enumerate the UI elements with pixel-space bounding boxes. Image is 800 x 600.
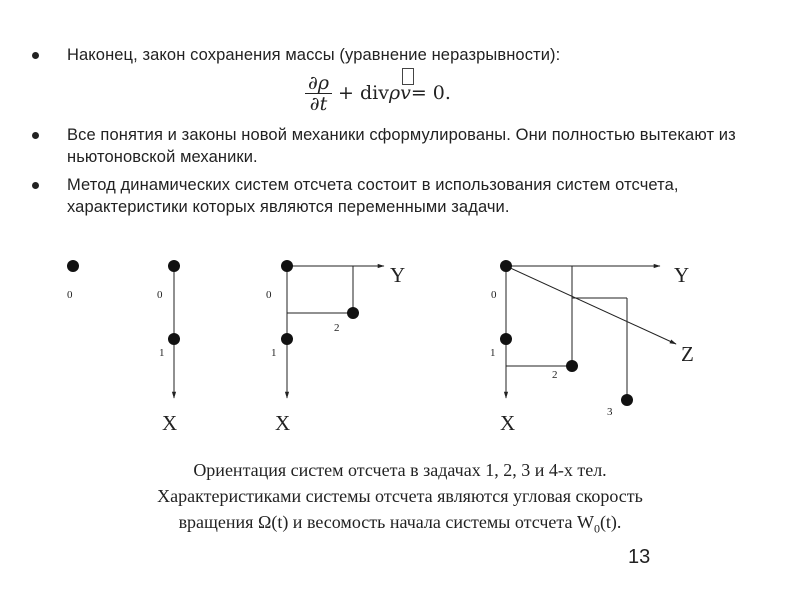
point-label-1: 1 [159,347,165,359]
body-point-0 [500,260,512,272]
bullet-dot [32,182,39,189]
bullet-list: Наконец, закон сохранения массы (уравнен… [30,44,770,218]
page-number: 13 [628,546,651,568]
diagram-two-bodies: 0 1 X [157,260,180,435]
bullet-item-mass-conservation: Наконец, закон сохранения массы (уравнен… [30,44,770,66]
body-point-3 [621,394,633,406]
point-label-2: 2 [552,369,558,381]
formula-rho: ρ [388,82,401,104]
point-label-0: 0 [67,289,73,301]
formula-equals-zero: = 0. [410,82,451,104]
point-label-3: 3 [607,406,613,418]
diagram-four-bodies: 0 1 2 3 X Y Z [490,260,694,435]
axis-label-x: X [500,411,515,435]
body-point-2 [566,360,578,372]
axis-label-x: X [162,411,177,435]
caption-line-1: Ориентация систем отсчета в задачах 1, 2… [193,460,607,480]
figure-caption: Ориентация систем отсчета в задачах 1, 2… [70,457,730,542]
formula-numerator: ∂ρ [305,73,332,94]
bullet-dot [32,132,39,139]
body-point-0 [281,260,293,272]
axis-label-z: Z [681,342,694,366]
body-point-2 [347,307,359,319]
point-label-1: 1 [271,347,277,359]
continuity-equation: ∂ρ ∂t + div ρ v = 0. [305,68,451,114]
bullet-text: Метод динамических систем отсчета состои… [67,176,679,216]
point-label-0: 0 [266,289,272,301]
body-point-1 [281,333,293,345]
z-axis-arrow [505,265,677,345]
bullet-text: Наконец, закон сохранения массы (уравнен… [67,46,561,64]
bullet-dot [32,52,39,59]
caption-line-3: вращения Ω(t) и весомость начала системы… [70,509,730,542]
point-label-0: 0 [491,289,497,301]
body-point-0 [168,260,180,272]
diagram-one-body: 0 [67,260,79,301]
formula-div: + div [338,82,389,104]
axis-label-x: X [275,411,290,435]
caption-line-3-suffix: (t). [599,512,622,532]
formula-fraction: ∂ρ ∂t [305,73,332,114]
axis-label-y: Y [674,263,689,287]
diagram-three-bodies: 0 1 2 X Y [266,260,405,435]
point-label-2: 2 [334,322,340,334]
bullet-item-concepts: Все понятия и законы новой механики сфор… [30,124,770,168]
formula-denominator: ∂t [309,92,328,115]
caption-subscript: 0 [593,521,600,536]
body-point-0 [67,260,79,272]
caption-line-3-text: вращения Ω(t) и весомость начала системы… [178,512,594,532]
bullet-text: Все понятия и законы новой механики сфор… [67,126,736,166]
caption-line-2: Характеристиками системы отсчета являютс… [157,486,643,506]
axis-label-y: Y [390,263,405,287]
point-label-0: 0 [157,289,163,301]
formula-vector-v: v [400,68,414,104]
point-label-1: 1 [490,347,496,359]
body-point-1 [168,333,180,345]
bullet-item-method: Метод динамических систем отсчета состои… [30,174,770,218]
body-point-1 [500,333,512,345]
